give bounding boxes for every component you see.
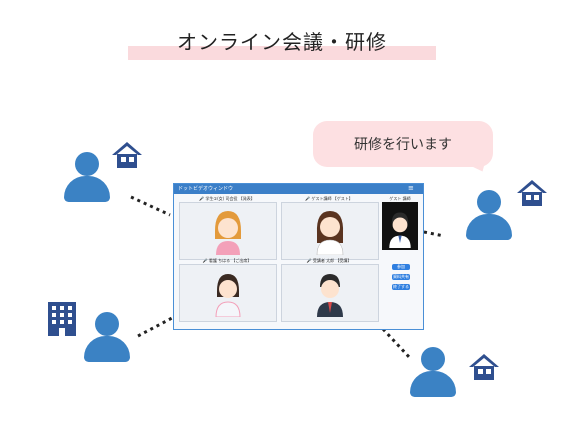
- speaker-video[interactable]: [382, 202, 418, 250]
- connector-bottom-left: [137, 316, 173, 338]
- share-button[interactable]: 資料共有: [392, 274, 410, 280]
- menu-icon[interactable]: ≡: [408, 184, 414, 192]
- side-panel: ゲスト 講師 参加 資料共有 終了する: [380, 196, 420, 325]
- office-building-icon: [48, 302, 76, 336]
- window-title: ドットビデオウィンドウ: [178, 186, 234, 192]
- video-tile[interactable]: [281, 202, 379, 260]
- person-icon: [466, 190, 512, 240]
- participant-avatar: [215, 274, 241, 317]
- person-icon: [84, 312, 130, 362]
- tile-label: 🎤 受講者 太郎 【受講】: [306, 258, 352, 263]
- participant-avatar: [316, 211, 344, 255]
- title-highlight: [128, 46, 436, 60]
- person-icon: [410, 347, 456, 397]
- connector-top-left: [130, 195, 171, 217]
- video-conference-window: ドットビデオウィンドウ ≡ 🎤 学生①(女) 司会役 【発表】 🎤 ゲスト講師 …: [173, 183, 424, 330]
- house-icon: [517, 180, 547, 206]
- connector-top-right: [423, 230, 445, 238]
- speech-bubble: [313, 121, 493, 167]
- speech-bubble-text: 研修を行います: [354, 137, 452, 153]
- video-tile[interactable]: [179, 264, 277, 322]
- page-title: オンライン会議・研修: [177, 30, 387, 54]
- join-button[interactable]: 参加: [392, 264, 410, 270]
- house-icon: [112, 142, 142, 168]
- person-icon: [64, 152, 110, 202]
- tile-label: 🎤 看護 ちはる 【ご出席】: [202, 258, 252, 263]
- house-icon: [469, 354, 499, 380]
- tile-label: 🎤 学生①(女) 司会役 【発表】: [199, 196, 255, 201]
- connector-bottom-right: [381, 327, 412, 360]
- video-tile[interactable]: [281, 264, 379, 322]
- window-header: ドットビデオウィンドウ ≡: [174, 184, 423, 194]
- side-panel-label: ゲスト 講師: [389, 196, 411, 201]
- end-button[interactable]: 終了する: [392, 284, 410, 290]
- speaker-avatar: [389, 212, 411, 248]
- participant-avatar: [317, 274, 343, 317]
- tile-label: 🎤 ゲスト講師 【ゲスト】: [305, 196, 353, 201]
- participant-avatar: [215, 211, 241, 255]
- video-tile[interactable]: [179, 202, 277, 260]
